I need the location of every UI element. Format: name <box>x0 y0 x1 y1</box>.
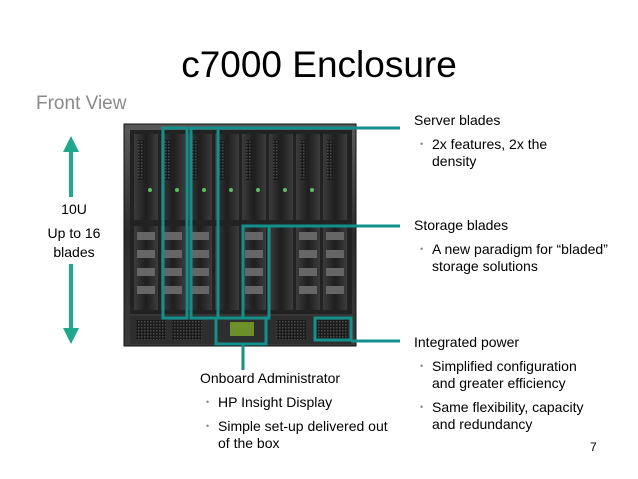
blade-capacity-line1: Up to 16 <box>47 225 101 241</box>
storage-blades-bullet-text: A new paradigm for “bladed” storage solu… <box>432 241 608 274</box>
integrated-power-bullet: • Same flexibility, capacity and redunda… <box>414 399 624 433</box>
blade-capacity-line2: blades <box>53 244 95 260</box>
onboard-administrator-bullet: • HP Insight Display <box>200 394 405 411</box>
server-blades-heading: Server blades <box>414 112 501 128</box>
bullet-icon: • <box>206 421 210 431</box>
storage-blades-bullet: • A new paradigm for “bladed” storage so… <box>414 241 624 275</box>
bullet-icon: • <box>420 244 424 254</box>
slide-title: c7000 Enclosure <box>181 44 457 85</box>
integrated-power-heading: Integrated power <box>414 334 520 350</box>
integrated-power-bullet: • Simplified configuration and greater e… <box>414 358 624 392</box>
bottom-blade-row <box>134 226 347 310</box>
bullet-icon: • <box>420 139 424 149</box>
onboard-administrator-bullet: • Simple set-up delivered out of the box <box>200 418 405 452</box>
insight-display-screen <box>230 322 254 336</box>
height-units-label: 10U <box>61 201 87 217</box>
onboard-administrator-callout: Onboard Administrator • HP Insight Displ… <box>200 370 405 452</box>
server-blades-bullet-text: 2x features, 2x the density <box>432 136 548 169</box>
bullet-icon: • <box>420 361 424 371</box>
onboard-administrator-bullet-text-2: Simple set-up delivered out of the box <box>218 418 388 451</box>
page-number: 7 <box>590 440 597 454</box>
integrated-power-callout: Integrated power • Simplified configurat… <box>414 334 624 433</box>
integrated-power-bullet-text-1: Simplified configuration and greater eff… <box>432 358 577 391</box>
onboard-administrator-bullet-text-1: HP Insight Display <box>218 394 333 410</box>
server-blades-bullet: • 2x features, 2x the density <box>414 136 614 170</box>
storage-blades-heading: Storage blades <box>414 217 509 233</box>
slide-subtitle: Front View <box>36 93 127 114</box>
storage-blades-callout: Storage blades • A new paradigm for “bla… <box>414 217 624 275</box>
callout-lines <box>161 126 400 370</box>
integrated-power-bullet-text-2: Same flexibility, capacity and redundanc… <box>432 399 584 432</box>
bullet-icon: • <box>206 397 210 407</box>
enclosure-chassis <box>123 123 357 347</box>
bullet-icon: • <box>420 402 424 412</box>
onboard-administrator-heading: Onboard Administrator <box>200 370 341 386</box>
height-arrow <box>63 136 79 344</box>
server-blades-callout: Server blades • 2x features, 2x the dens… <box>414 112 614 170</box>
